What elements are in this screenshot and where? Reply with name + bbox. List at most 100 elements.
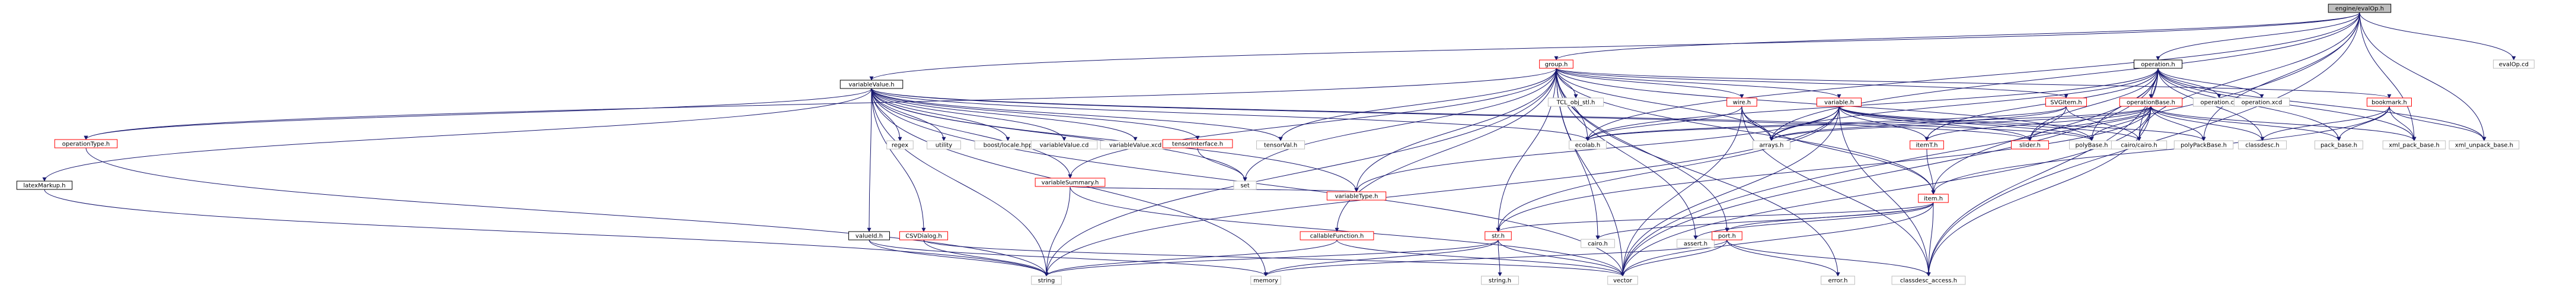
edge-variableValue-to-variableValue_xcd bbox=[871, 88, 1138, 141]
edge-group-to-port bbox=[1556, 68, 1729, 232]
edge-callableFunction-to-vector bbox=[1336, 239, 1625, 277]
node-label: SVGItem.h bbox=[2050, 100, 2082, 106]
node-item[interactable]: item.h bbox=[1918, 194, 1949, 203]
edge-wire-to-vector bbox=[1620, 106, 1742, 277]
node-box bbox=[2314, 140, 2364, 150]
edge-operationBase-to-polyBase bbox=[2089, 106, 2152, 141]
node-callableFunction[interactable]: callableFunction.h bbox=[1300, 231, 1374, 240]
node-tcl-obj[interactable]: TCL_obj_stl.h bbox=[1547, 97, 1604, 107]
node-vector[interactable]: vector bbox=[1607, 276, 1638, 285]
node-variableValue-cd[interactable]: variableValue.cd bbox=[1030, 140, 1098, 150]
node-label: cairo/cairo.h bbox=[2121, 143, 2157, 149]
edge-group-to-arrays bbox=[1556, 68, 1774, 141]
node-operation[interactable]: operation.h bbox=[2133, 59, 2183, 69]
edge-group-to-variable bbox=[1556, 68, 1841, 99]
node-label: variableValue.h bbox=[848, 82, 894, 88]
node-operationType[interactable]: operationType.h bbox=[54, 139, 118, 148]
edge-wire-to-item bbox=[1741, 106, 1936, 195]
edge-variableValue-to-boost_locale bbox=[871, 88, 1010, 141]
node-classdesc-access[interactable]: classdesc_access.h bbox=[1891, 276, 1966, 285]
edge-root-to-arrays bbox=[1769, 12, 2360, 141]
node-box bbox=[2237, 140, 2287, 150]
edge-operationType-to-string bbox=[85, 147, 1049, 277]
node-error[interactable]: error.h bbox=[1821, 276, 1855, 285]
node-pack-base[interactable]: pack_base.h bbox=[2314, 140, 2364, 150]
node-wire[interactable]: wire.h bbox=[1726, 97, 1757, 107]
node-label: memory bbox=[1253, 278, 1278, 284]
node-string-h[interactable]: string.h bbox=[1481, 276, 1519, 285]
node-operationBase[interactable]: operationBase.h bbox=[2119, 97, 2183, 107]
node-label: tensorInterface.h bbox=[1172, 141, 1223, 148]
node-polyBase[interactable]: polyBase.h bbox=[2069, 140, 2114, 150]
node-label: vector bbox=[1613, 278, 1633, 284]
edge-operationBase-to-pack_base bbox=[2150, 106, 2341, 141]
node-regex[interactable]: regex bbox=[886, 140, 914, 150]
node-label: slider.h bbox=[2019, 143, 2041, 149]
node-label: operation.xcd bbox=[2242, 100, 2283, 106]
node-cairo-cairo[interactable]: cairo/cairo.h bbox=[2111, 140, 2168, 150]
node-variableSummary[interactable]: variableSummary.h bbox=[1035, 178, 1106, 187]
node-box bbox=[2011, 140, 2049, 150]
edge-group-to-callableFunction bbox=[1335, 68, 1557, 232]
node-cairo-h[interactable]: cairo.h bbox=[1581, 239, 1615, 248]
node-valueId[interactable]: valueId.h bbox=[848, 231, 890, 240]
edge-root-to-group bbox=[1554, 12, 2360, 61]
node-variable[interactable]: variable.h bbox=[1817, 97, 1862, 107]
edge-group-to-svgitem bbox=[1556, 68, 2069, 99]
edge-str-to-string bbox=[1044, 239, 1499, 277]
node-csvDialog[interactable]: CSVDialog.h bbox=[899, 231, 949, 240]
edge-operation-to-operation_xcd bbox=[2157, 68, 2264, 99]
edge-group-to-variableSummary bbox=[1068, 68, 1557, 179]
node-box bbox=[1250, 276, 1281, 285]
node-variableValue-xcd[interactable]: variableValue.xcd bbox=[1100, 140, 1171, 150]
edge-operation-to-xml_unpack_base bbox=[2157, 68, 2486, 141]
node-box bbox=[1910, 140, 1944, 150]
node-variableValue[interactable]: variableValue.h bbox=[839, 80, 904, 89]
node-label: xml_unpack_base.h bbox=[2455, 143, 2513, 149]
node-port[interactable]: port.h bbox=[1712, 231, 1742, 240]
edge-variable-to-cairo_cairo bbox=[1838, 106, 2141, 141]
node-svgitem[interactable]: SVGItem.h bbox=[2045, 97, 2087, 107]
node-str[interactable]: str.h bbox=[1485, 231, 1512, 240]
node-box bbox=[1256, 140, 1305, 150]
node-evalOp-cd[interactable]: evalOp.cd bbox=[2493, 59, 2534, 69]
node-label: pack_base.h bbox=[2320, 143, 2357, 149]
node-latexMarkup[interactable]: latexMarkup.h bbox=[16, 181, 73, 190]
node-slider[interactable]: slider.h bbox=[2011, 140, 2049, 150]
node-utility[interactable]: utility bbox=[927, 140, 961, 150]
edge-group-to-bookmark bbox=[1556, 68, 2392, 99]
edge-variableValue-to-set bbox=[871, 88, 1247, 182]
node-polyPackBase[interactable]: polyPackBase.h bbox=[2173, 140, 2234, 150]
node-xml-pack-base[interactable]: xml_pack_base.h bbox=[2382, 140, 2446, 150]
edge-variableValue-to-csvDialog bbox=[871, 88, 926, 232]
node-classdesc[interactable]: classdesc.h bbox=[2237, 140, 2287, 150]
node-label: variableValue.cd bbox=[1040, 143, 1089, 149]
node-label: itemT.h bbox=[1916, 143, 1937, 149]
edge-operationBase-to-slider bbox=[2028, 106, 2152, 141]
node-box bbox=[1300, 231, 1374, 240]
node-ecolab[interactable]: ecolab.h bbox=[1569, 140, 1607, 150]
node-assert[interactable]: assert.h bbox=[1677, 239, 1715, 248]
node-label: valueId.h bbox=[856, 233, 883, 240]
node-bookmark[interactable]: bookmark.h bbox=[2367, 97, 2412, 107]
edge-item-to-classdesc_access bbox=[1926, 202, 1934, 277]
edge-operationBase-to-polyPackBase bbox=[2150, 106, 2206, 141]
edge-callableFunction-to-string bbox=[1044, 239, 1338, 277]
node-tensorInterface[interactable]: tensorInterface.h bbox=[1162, 139, 1233, 148]
node-set[interactable]: set bbox=[1233, 181, 1257, 190]
edge-variableValue-to-tensorVal bbox=[871, 88, 1283, 141]
node-memory[interactable]: memory bbox=[1250, 276, 1281, 285]
node-label: polyPackBase.h bbox=[2181, 143, 2227, 149]
node-label: polyBase.h bbox=[2075, 143, 2108, 149]
node-itemT[interactable]: itemT.h bbox=[1910, 140, 1944, 150]
node-xml-unpack-base[interactable]: xml_unpack_base.h bbox=[2449, 140, 2520, 150]
edge-root-to-xml_unpack_base bbox=[2359, 12, 2486, 141]
node-tensorVal[interactable]: tensorVal.h bbox=[1256, 140, 1305, 150]
edge-latexMarkup-to-string bbox=[44, 189, 1049, 277]
node-label: string.h bbox=[1489, 278, 1511, 284]
node-operation-xcd[interactable]: operation.xcd bbox=[2233, 97, 2290, 107]
node-arrays[interactable]: arrays.h bbox=[1753, 140, 1790, 150]
node-group[interactable]: group.h bbox=[1539, 59, 1573, 69]
node-string[interactable]: string bbox=[1031, 276, 1062, 285]
node-variableType[interactable]: variableType.h bbox=[1326, 191, 1387, 201]
